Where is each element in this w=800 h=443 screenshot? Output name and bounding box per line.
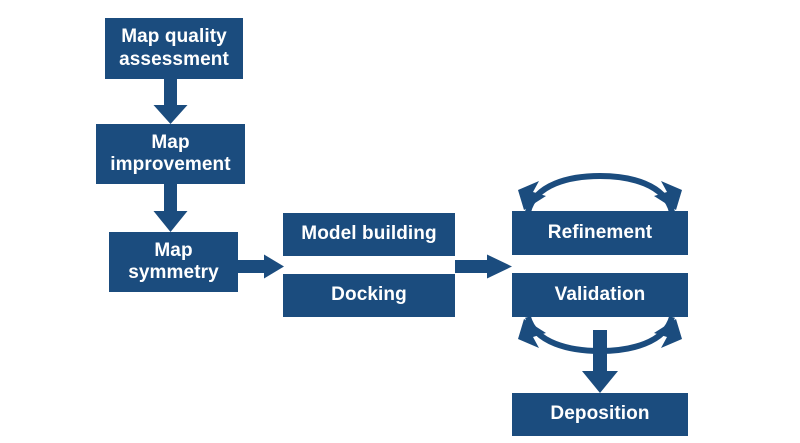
cycle-arc-top: [518, 172, 682, 213]
node-label-line1: Map quality: [121, 26, 227, 48]
node-deposition[interactable]: Deposition: [512, 393, 688, 436]
arrow-map-symmetry-to-model-building: [238, 254, 284, 279]
node-label-line1: Map: [154, 239, 193, 261]
node-refinement[interactable]: Refinement: [512, 211, 688, 255]
node-map-symmetry[interactable]: Map symmetry: [109, 232, 238, 292]
node-label: Validation: [554, 283, 646, 305]
node-validation[interactable]: Validation: [512, 273, 688, 317]
arrow-map-improvement-to-map-symmetry: [153, 184, 188, 232]
arrow-cycle-to-deposition: [582, 330, 618, 393]
node-label-line2: symmetry: [128, 262, 219, 283]
cycle-arc-bottom: [518, 315, 682, 355]
arrow-map-quality-to-map-improvement: [153, 79, 188, 124]
node-docking[interactable]: Docking: [283, 274, 455, 317]
node-label: Deposition: [550, 403, 650, 425]
node-model-building[interactable]: Model building: [283, 213, 455, 256]
node-label-line2: assessment: [119, 48, 229, 70]
node-label-line1: Map: [151, 131, 190, 153]
node-label: Docking: [331, 284, 407, 306]
node-label-line2: improvement: [110, 154, 231, 175]
node-label: Model building: [301, 223, 437, 245]
node-map-improvement[interactable]: Map improvement: [96, 124, 245, 184]
arrow-model-docking-to-refinement: [455, 254, 512, 279]
node-label: Refinement: [547, 221, 653, 243]
node-map-quality-assessment[interactable]: Map quality assessment: [105, 18, 243, 79]
